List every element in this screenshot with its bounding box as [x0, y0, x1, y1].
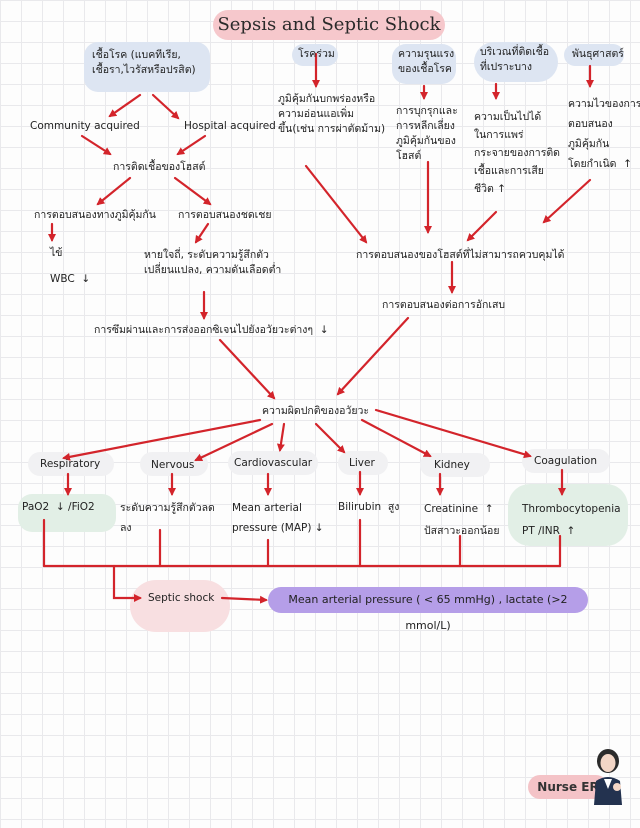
page-title: Sepsis and Septic Shock — [213, 10, 445, 40]
fever-node: ไข้ — [50, 247, 63, 259]
septic-shock-highlight — [130, 580, 230, 632]
organ-respiratory: Respiratory — [40, 458, 101, 470]
kidney-label-highlight — [420, 453, 490, 477]
genetics-text: ความไวของการ ตอบสนอง ภูมิคุ้มกัน โดยกำเน… — [568, 98, 640, 170]
wbc-node: WBC ↓ — [50, 273, 91, 285]
cardio-label-highlight — [228, 451, 318, 475]
coagulation-finding-highlight — [508, 484, 628, 546]
nurse-avatar-icon — [594, 749, 622, 805]
organ-coagulation: Coagulation — [534, 455, 597, 467]
comorbidity-title: โรคร่วม — [298, 48, 335, 60]
coagulation-label-highlight — [522, 449, 610, 473]
liver-label-highlight — [338, 451, 388, 475]
site-title: บริเวณที่ติดเชื้อ ที่เปราะบาง — [480, 46, 550, 73]
finding-coagulation: Thrombocytopenia PT /INR ↑ — [522, 503, 621, 537]
organ-dysfunction-node: ความผิดปกติของอวัยวะ — [262, 405, 370, 417]
finding-liver: Bilirubin สูง — [338, 501, 400, 513]
organ-kidney: Kidney — [434, 459, 470, 471]
nurse-er-badge: Nurse ER — [528, 775, 608, 799]
virulence-title: ความรุนแรง ของเชื้อโรค — [398, 48, 455, 75]
genetics-title: พันธุศาสตร์ — [572, 48, 624, 60]
virulence-text: การบุกรุกและ การหลีกเลี่ยง ภูมิคุ้มกันขอ… — [396, 105, 458, 162]
dysregulated-response-node: การตอบสนองของโฮสต์ที่ไม่สามารถควบคุมได้ — [356, 249, 565, 261]
host-infection-node: การติดเชื้อของโฮสต์ — [113, 161, 206, 173]
site-text: ความเป็นไปได้ ในการแพร่ กระจายของการติด … — [474, 111, 560, 195]
genetics-highlight — [564, 44, 624, 66]
compensatory-response-node: การตอบสนองชดเชย — [178, 209, 272, 221]
organ-liver: Liver — [349, 457, 375, 469]
inflammatory-response-node: การตอบสนองต่อการอักเสบ — [382, 299, 506, 311]
finding-cardiovascular: Mean arterial pressure (MAP) ↓ — [232, 502, 324, 534]
clinical-signs-node: หายใจถี่, ระดับความรู้สึกตัว เปลี่ยนแปลง… — [144, 249, 282, 276]
site-highlight — [474, 42, 558, 82]
virulence-highlight — [392, 44, 456, 84]
organ-cardiovascular: Cardiovascular — [234, 457, 313, 469]
septic-shock-node: Septic shock — [148, 592, 215, 604]
community-acquired-node: Community acquired — [30, 120, 140, 132]
pathogen-highlight — [84, 42, 210, 92]
finding-nervous: ระดับความรู้สึกตัวลด ลง — [120, 502, 215, 534]
pathogen-node: เชื้อโรค (แบคทีเรีย, เชื้อรา,ไวรัสหรือปร… — [92, 49, 196, 76]
shock-criteria-pill: Mean arterial pressure ( < 65 mmHg) , la… — [268, 587, 588, 632]
hospital-acquired-node: Hospital acquired — [184, 120, 276, 132]
hypoperfusion-node: การซึมผ่านและการส่งออกซิเจนไปยังอวัยวะต่… — [94, 324, 329, 336]
finding-respiratory: PaO2 ↓ /FiO2 — [22, 501, 95, 513]
comorbidity-text: ภูมิคุ้มกันบกพร่องหรือ ความอ่อนแอเพิ่ม ข… — [278, 93, 386, 135]
finding-kidney: Creatinine ↑ ปัสสาวะออกน้อย — [424, 503, 500, 537]
respiratory-finding-highlight — [18, 494, 116, 532]
immune-response-node: การตอบสนองทางภูมิคุ้มกัน — [34, 209, 156, 221]
organ-nervous: Nervous — [151, 459, 195, 471]
